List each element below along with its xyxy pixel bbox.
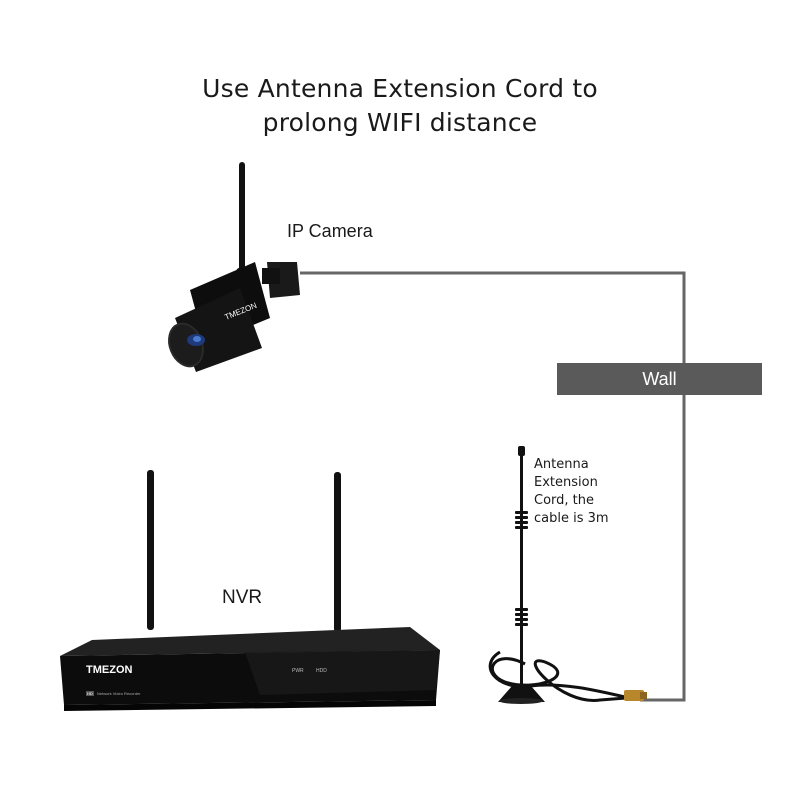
antenna-label-line-1: Antenna <box>534 457 589 472</box>
antenna-label-line-4: cable is 3m <box>534 511 609 526</box>
antenna-extension-icon <box>488 446 647 704</box>
ip-camera-icon: TMEZON <box>168 162 300 372</box>
antenna-label-line-2: Extension <box>534 475 598 490</box>
nvr-brand-text: TMEZON <box>86 664 132 676</box>
antenna-extension-label: Antenna Extension Cord, the cable is 3m <box>534 456 644 528</box>
nvr-label: NVR <box>222 587 263 608</box>
wall-label: Wall <box>557 363 762 395</box>
ip-camera-label: IP Camera <box>287 221 373 241</box>
nvr-subtitle-text: Network Video Recorder <box>97 691 141 696</box>
nvr-hd-badge: HD <box>87 691 93 696</box>
nvr-hdd-indicator: HDD <box>316 668 327 674</box>
extension-cable <box>300 271 686 702</box>
antenna-label-line-3: Cord, the <box>534 493 594 508</box>
diagram-title-line-1: Use Antenna Extension Cord to <box>202 74 598 103</box>
diagram-title-line-2: prolong WIFI distance <box>262 108 538 137</box>
nvr-device-icon: TMEZON PWR HDD HD Network Video Recorder <box>60 470 440 711</box>
nvr-pwr-indicator: PWR <box>292 668 304 674</box>
